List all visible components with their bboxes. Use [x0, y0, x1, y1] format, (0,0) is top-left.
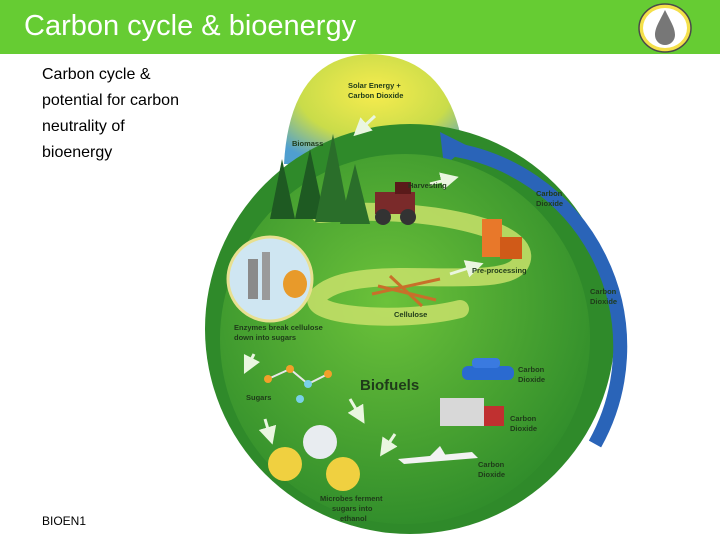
label-co2-plane-2: Dioxide	[478, 470, 505, 479]
label-co2-car-2: Dioxide	[518, 375, 545, 384]
body-line: neutrality of	[42, 118, 125, 135]
label-biomass: Biomass	[292, 139, 323, 148]
sugar-molecules	[264, 365, 332, 403]
title-bar: Carbon cycle & bioenergy	[0, 0, 720, 54]
label-solar-energy-2: Carbon Dioxide	[348, 91, 403, 100]
microbes	[268, 425, 360, 491]
label-enzymes-2: down into sugars	[234, 333, 296, 342]
label-co2-car: Carbon	[518, 365, 545, 374]
label-co2-2b: Dioxide	[590, 297, 617, 306]
body-line: bioenergy	[42, 144, 113, 161]
slide-body-text: Carbon cycle & potential for carbon neut…	[42, 62, 212, 166]
harvester-tractor	[375, 182, 416, 225]
car	[462, 358, 514, 380]
label-biofuels: Biofuels	[360, 377, 419, 394]
label-co2-2: Carbon	[590, 287, 617, 296]
label-sugars: Sugars	[246, 393, 271, 402]
label-microbes: Microbes ferment	[320, 494, 383, 503]
process-path	[307, 202, 532, 326]
preprocessing-equipment	[482, 219, 522, 259]
cellulose-fibers	[371, 274, 441, 308]
flow-arrows	[243, 114, 484, 457]
body-line: potential for carbon	[42, 92, 179, 109]
page-title: Carbon cycle & bioenergy	[24, 10, 357, 42]
label-co2-1: Carbon	[536, 189, 563, 198]
biomass-forest	[270, 134, 370, 224]
label-microbes-2: sugars into	[332, 504, 373, 513]
label-solar-energy: Solar Energy +	[348, 81, 401, 90]
body-line: Carbon cycle &	[42, 66, 151, 83]
footer-label: BIOEN1	[42, 514, 87, 528]
label-co2-truck: Carbon	[510, 414, 537, 423]
label-enzymes: Enzymes break cellulose	[234, 323, 323, 332]
water-drop-icon	[638, 3, 692, 53]
label-harvesting: Harvesting	[408, 181, 447, 190]
biorefinery-bubble	[226, 235, 314, 323]
label-preprocessing: Pre-processing	[472, 266, 527, 275]
co2-return-arrowhead	[440, 132, 468, 166]
truck	[440, 398, 504, 426]
label-co2-truck-2: Dioxide	[510, 424, 537, 433]
carbon-cycle-diagram: Solar Energy + Carbon Dioxide Biomass Ha…	[205, 54, 628, 534]
label-microbes-3: ethanol	[340, 514, 367, 523]
label-co2-1b: Dioxide	[536, 199, 563, 208]
co2-return-arrow	[448, 142, 628, 448]
airplane	[398, 446, 478, 464]
label-cellulose: Cellulose	[394, 310, 427, 319]
label-co2-plane: Carbon	[478, 460, 505, 469]
